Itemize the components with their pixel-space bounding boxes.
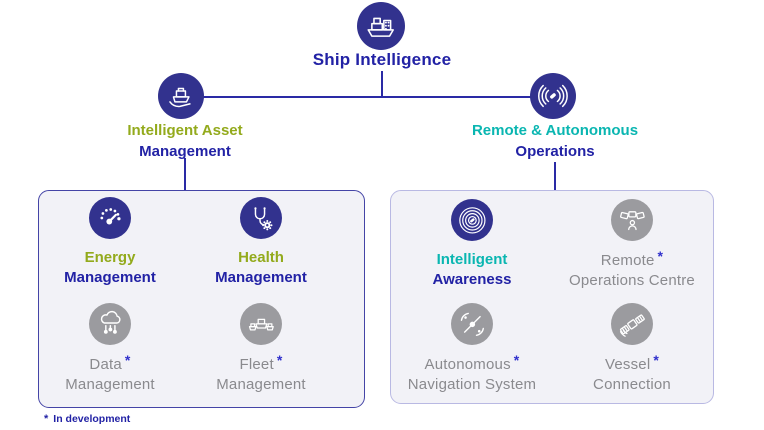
branch-label-line2: Operations [515,143,595,160]
card-line2: Management [64,269,156,286]
branch-label-remote-autonomous-operations: Remote & Autonomous Operations [435,120,675,162]
card-fleet-management: Fleet* Management [181,303,341,395]
footnote: * In development [44,413,130,425]
remote-autonomous-operations-box [390,190,714,404]
in-development-asterisk: * [124,352,131,368]
card-line2: Connection [593,376,671,393]
fleet-ships-icon [240,303,282,345]
in-development-asterisk: * [657,248,664,264]
card-line1: Vessel* [604,352,660,373]
card-energy-management: Energy Management [30,197,190,288]
card-line1: Fleet* [239,352,283,373]
branch-horizontal-line [181,96,553,98]
root-label: Ship Intelligence [312,50,452,69]
root-connector-line [381,71,383,97]
card-data-management: Data* Management [30,303,190,395]
left-branch-connector-line [184,158,186,190]
branch-label-line1: Intelligent Asset [127,122,243,139]
gauge-icon [89,197,131,239]
footnote-asterisk: * [44,413,49,425]
card-intelligent-awareness: Intelligent Awareness [392,199,552,290]
in-development-asterisk: * [653,352,660,368]
card-line2: Management [65,376,155,393]
card-autonomous-navigation-system: Autonomous* Navigation System [392,303,552,395]
data-cloud-icon [89,303,131,345]
card-line2: Navigation System [407,376,537,393]
right-branch-connector-line [554,162,556,190]
card-line2: Operations Centre [569,272,695,289]
satellite-signal-icon [451,303,493,345]
ship-on-hand-icon [158,73,204,119]
branch-label-line2: Management [139,143,231,160]
in-development-asterisk: * [276,352,283,368]
container-ship-icon [357,2,405,50]
card-health-management: Health Management [181,197,341,288]
card-line2: Awareness [432,271,512,288]
card-line2: Management [216,376,306,393]
card-line1: Health [238,249,284,266]
satellite-icon [611,303,653,345]
card-line1: Intelligent [436,251,508,268]
card-line1: Data* [89,352,131,373]
card-vessel-connection: Vessel* Connection [552,303,712,395]
footnote-text: In development [53,413,131,425]
card-line1: Autonomous* [424,352,520,373]
operations-centre-icon [611,199,653,241]
radar-waves-icon [530,73,576,119]
card-remote-operations-centre: Remote* Operations Centre [552,199,712,291]
card-line1: Remote* [600,248,664,269]
card-line2: Management [215,269,307,286]
card-line1: Energy [84,249,136,266]
branch-label-line1: Remote & Autonomous [471,122,639,139]
branch-label-intelligent-asset-management: Intelligent Asset Management [75,120,295,162]
in-development-asterisk: * [513,352,520,368]
awareness-rings-icon [451,199,493,241]
stethoscope-gear-icon [240,197,282,239]
